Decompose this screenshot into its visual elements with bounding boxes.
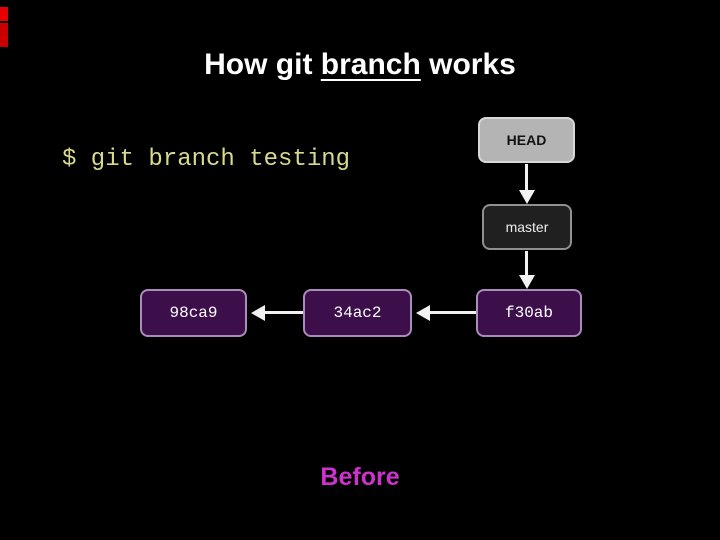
arrow-shaft [265,311,303,314]
commit-box-f30ab: f30ab [476,289,582,337]
arrow-shaft [430,311,476,314]
arrow-shaft [525,164,528,191]
terminal-command: $ git branch testing [62,146,351,173]
master-branch-box: master [482,204,572,250]
arrow-left-icon [416,305,430,321]
commit-label: 98ca9 [169,304,218,322]
arrow-down-icon [519,275,535,289]
head-pointer-box: HEAD [478,117,575,163]
master-branch-label: master [505,219,549,235]
arrow-shaft [525,251,528,276]
arrow-left-icon [251,305,265,321]
commit-box-34ac2: 34ac2 [303,289,412,337]
slide-title: How git branch works [0,48,720,82]
left-edge-red-strip-top [0,7,8,21]
head-pointer-label: HEAD [506,132,547,148]
slide-title-keyword: branch [320,48,421,81]
commit-label: 34ac2 [333,304,382,322]
slide-caption: Before [320,463,400,491]
slide-title-suffix: works [420,48,516,81]
slide-title-prefix: How git [204,48,321,81]
arrow-down-icon [519,190,535,204]
commit-label: f30ab [504,304,553,322]
commit-box-98ca9: 98ca9 [140,289,247,337]
left-edge-red-strip-bottom [0,23,8,47]
